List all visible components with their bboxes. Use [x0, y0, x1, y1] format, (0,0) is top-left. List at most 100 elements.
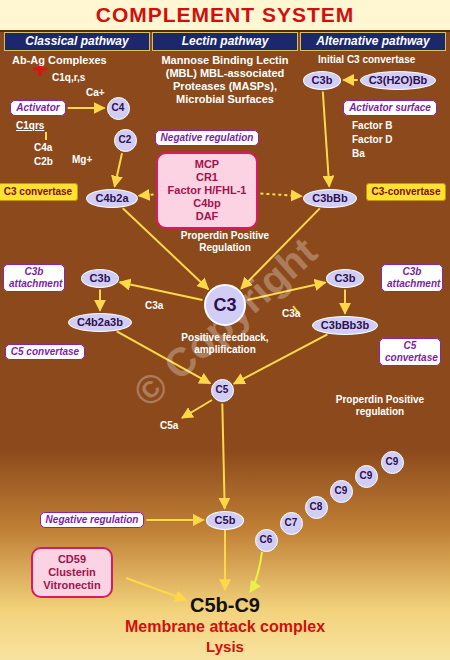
node-text: C5	[216, 384, 229, 396]
complex-name: Membrane attack complex	[95, 618, 355, 636]
regulator-box: MCPCR1Factor H/FHL-1C4bpDAF	[156, 152, 259, 229]
complex-oval: C3b	[303, 71, 342, 90]
convertase-label: Initial C3 convertase	[318, 54, 415, 66]
component-circle: C9	[330, 480, 353, 503]
node-text: Negative regulation	[161, 132, 254, 144]
pathway-arrow	[120, 282, 203, 300]
fragment-label: Ba	[352, 148, 365, 160]
node-text: C3(H2O)Bb	[369, 74, 428, 87]
node-text: C4b2a3b	[77, 316, 123, 329]
complex-oval: C3b	[326, 269, 365, 288]
node-text: C2	[119, 134, 132, 146]
convertase-box: C3-convertase	[366, 183, 447, 201]
node-text: C4bp	[168, 197, 247, 210]
central-circle: C3	[204, 284, 246, 326]
component-circle: C4	[107, 97, 130, 120]
complex-oval: C4b2a3b	[68, 313, 132, 332]
node-text: Negative regulation	[46, 514, 139, 526]
component-circle: C2	[114, 129, 137, 152]
pathway-arrow	[323, 92, 329, 187]
factor-label: Factor B	[352, 120, 393, 132]
node-text: Factor H/FHL-1	[168, 184, 247, 197]
component-circle: C9	[381, 451, 404, 474]
component-circle: C6	[255, 529, 278, 552]
node-text: C5 convertase	[11, 346, 79, 358]
mac-assembly-curve	[250, 552, 262, 592]
node-text: Clusterin	[43, 566, 100, 579]
pathway-arrow	[68, 107, 105, 109]
complex-oval: C5b	[206, 511, 245, 530]
node-text: Classical pathway	[5, 33, 149, 50]
node-text: C4	[112, 102, 125, 114]
node-text: C8	[310, 501, 323, 513]
complex-oval: C3b	[81, 269, 120, 288]
pathway-band: Lectin pathway	[152, 32, 298, 51]
node-text: C3	[213, 295, 236, 315]
component-circle: C8	[305, 496, 328, 519]
regulator-box: CD59ClusterinVitronectin	[31, 547, 112, 598]
complex-oval: C4b2a	[86, 189, 137, 208]
fragment-label: C3a	[282, 308, 300, 320]
node-text: Lectin pathway	[153, 33, 297, 50]
fragment-label: C3a	[145, 300, 163, 312]
complex-oval: C3bBb	[303, 189, 356, 208]
label-box: Negative regulation	[40, 512, 145, 528]
label-box: C5 convertase	[379, 338, 441, 366]
pathway-band: Alternative pathway	[300, 32, 446, 51]
complex-title: C5b-C9	[145, 594, 305, 616]
node-text: C9	[335, 485, 348, 497]
label-box: C3b attachment	[3, 264, 65, 292]
label-box: C3b attachment	[381, 264, 443, 292]
node-text: C5b	[215, 514, 236, 527]
node-text: C5 convertase	[385, 340, 435, 364]
node-text: C4b2a	[95, 192, 128, 205]
node-text: C9	[386, 456, 399, 468]
node-text: C3-convertase	[372, 186, 441, 198]
antigen-label: Ab-Ag Complexes	[12, 54, 107, 67]
component-circle: C7	[280, 512, 303, 535]
component-circle: C5	[211, 379, 234, 402]
complex-oval: C3bBb3b	[312, 316, 378, 335]
pathway-arrow	[260, 194, 301, 197]
complex-label: C1qrs	[16, 120, 44, 132]
pathway-arrow	[343, 79, 357, 81]
pathway-arrow	[115, 153, 122, 186]
node-text: C3bBb3b	[321, 319, 369, 332]
fragment-label: C5a	[160, 420, 178, 432]
label-box: Activator surface	[343, 100, 437, 116]
node-text: C3b attachment	[9, 266, 59, 290]
pathway-arrow	[99, 290, 101, 311]
complex-oval: C3(H2O)Bb	[360, 71, 437, 90]
node-text: C6	[260, 534, 273, 546]
pathway-note: Mannose Binding Lectin (MBL) MBL-associa…	[158, 54, 293, 106]
node-text: C3b	[335, 272, 356, 285]
label-box: Activator	[10, 100, 65, 116]
factor-label: Factor D	[352, 134, 393, 146]
label-box: Negative regulation	[155, 130, 260, 146]
node-text: DAF	[168, 210, 247, 223]
node-text: Activator	[16, 102, 59, 114]
node-text: Alternative pathway	[301, 33, 445, 50]
pathway-arrow	[222, 404, 224, 509]
complex-label: C1q,r,s	[52, 72, 85, 84]
pathway-arrow	[344, 290, 346, 314]
regulation-note: Properdin Positive Regulation	[180, 230, 270, 254]
fragment-label: C4a	[34, 142, 52, 154]
node-text: CD59	[43, 553, 100, 566]
label-box: C5 convertase	[5, 344, 85, 360]
fragment-label: C2b	[34, 156, 53, 168]
node-text: C7	[285, 517, 298, 529]
title-text: COMPLEMENT SYSTEM	[0, 0, 450, 32]
node-text: C3bBb	[312, 192, 347, 205]
feedback-note: Positive feedback, amplification	[175, 332, 275, 356]
node-text: Vitronectin	[43, 579, 100, 592]
convertase-box: C3 convertase	[0, 183, 78, 201]
node-text: C3b	[312, 74, 333, 87]
node-text: Activator surface	[349, 102, 431, 114]
pathway-band: Classical pathway	[4, 32, 150, 51]
ion-label: Ca+	[86, 87, 105, 99]
pathway-arrow	[139, 195, 154, 196]
outcome-label: Lysis	[175, 638, 275, 655]
node-text: C3b attachment	[387, 266, 437, 290]
regulation-note: Properdin Positive regulation	[330, 394, 430, 418]
